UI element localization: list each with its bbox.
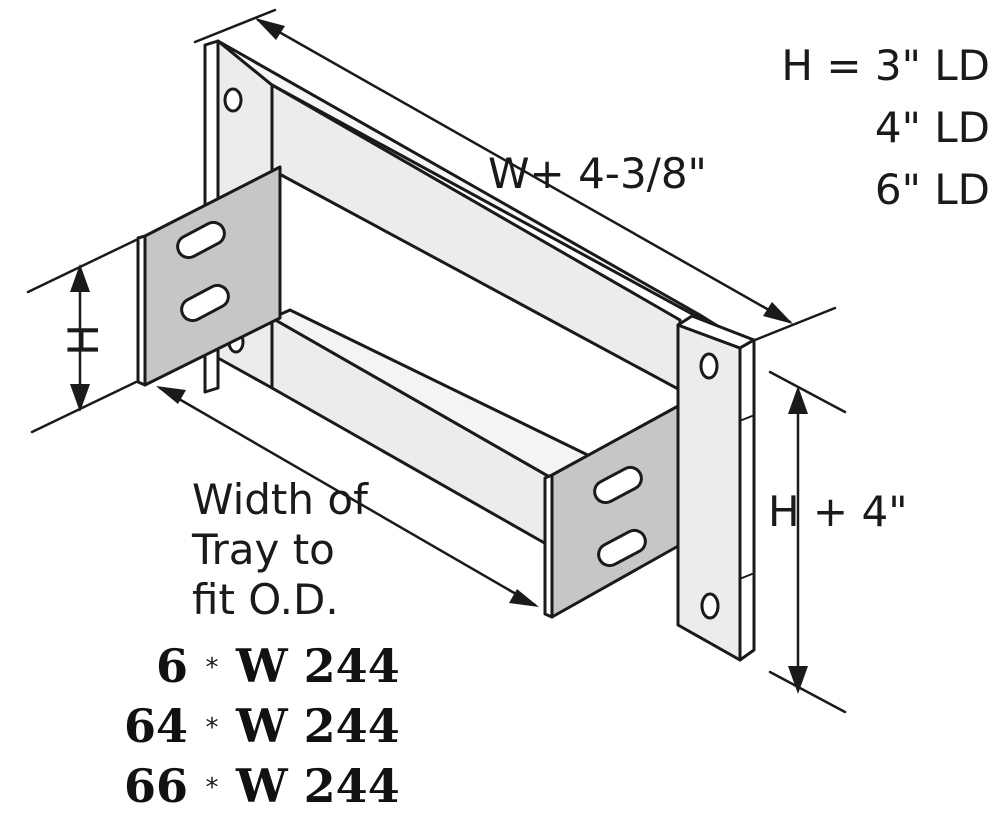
length-label: W+ 4-3/8" — [488, 149, 707, 198]
slot-hole — [176, 220, 226, 260]
part-marker: * — [206, 713, 219, 743]
width-dimension — [156, 386, 539, 607]
part-code: W 244 — [235, 639, 400, 693]
slot-hole — [597, 528, 647, 568]
mounting-hole — [700, 592, 720, 620]
side-height-label: H — [59, 324, 108, 356]
width-label-line-1: Width of — [192, 475, 369, 524]
height-option-3in: H = 3" LD — [781, 41, 990, 90]
mounting-hole — [223, 87, 243, 113]
frame-height-dimension — [768, 370, 847, 714]
part-prefix: 6 — [156, 639, 188, 693]
front-upright-right — [676, 314, 756, 662]
frame-height-label: H + 4" — [768, 487, 908, 536]
slot-hole — [593, 465, 643, 505]
dimension-lines — [26, 8, 847, 714]
height-option-4in: 4" LD — [875, 103, 990, 152]
right-hanger-plate — [543, 403, 682, 619]
left-hanger-plate — [136, 165, 282, 387]
mounting-hole — [699, 352, 719, 380]
slot-hole — [180, 283, 230, 323]
height-options-list: H = 3" LD 4" LD 6" LD — [781, 41, 990, 214]
part-marker: * — [206, 773, 219, 803]
bottom-rail — [270, 308, 682, 547]
width-label: Width of Tray to fit O.D. — [191, 475, 369, 624]
part-marker: * — [206, 653, 219, 683]
part-code: W 244 — [235, 759, 400, 813]
length-dimension — [193, 8, 837, 342]
part-prefix: 66 — [124, 759, 188, 813]
part-prefix: 64 — [124, 699, 188, 753]
part-number-list: 6 * W 244 64 * W 244 66 * W 244 — [124, 639, 400, 813]
side-height-dimension — [26, 238, 138, 434]
width-label-line-3: fit O.D. — [192, 575, 339, 624]
part-code: W 244 — [235, 699, 400, 753]
width-label-line-2: Tray to — [191, 525, 335, 574]
bracket-illustration — [136, 39, 756, 662]
height-option-6in: 6" LD — [875, 165, 990, 214]
